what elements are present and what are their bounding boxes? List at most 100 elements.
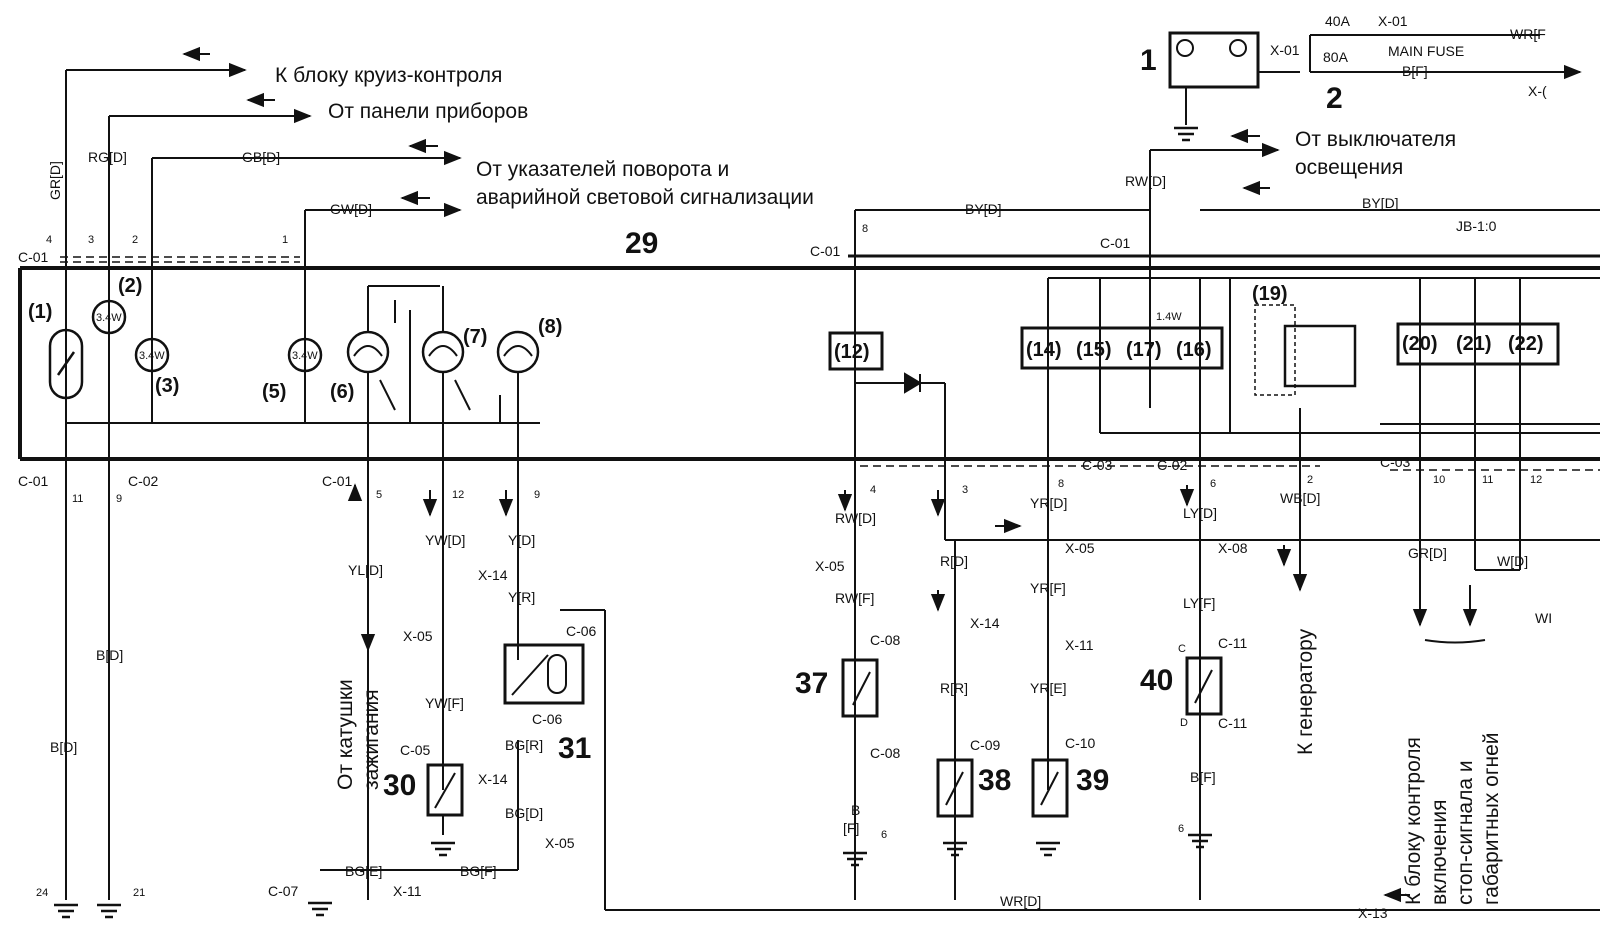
caption-cruise-control: К блоку круиз-контроля xyxy=(275,64,502,87)
wire-yr-e: YR[E] xyxy=(1030,680,1067,696)
svg-text:11: 11 xyxy=(1482,474,1493,486)
conn-x11-b: X-11 xyxy=(1065,637,1094,653)
conn-x05-d: X-05 xyxy=(1065,540,1095,556)
lamp-3 xyxy=(134,337,170,373)
conn-x01-b: X-01 xyxy=(1378,13,1408,29)
conn-x08: X-08 xyxy=(1218,540,1248,556)
wire-b-f-top: B[F] xyxy=(1402,63,1428,79)
number-2: 2 xyxy=(1326,82,1343,115)
conn-c01-right: C-01 xyxy=(1100,235,1131,251)
svg-text:5: 5 xyxy=(376,489,382,501)
wire-bg-d: BG[D] xyxy=(505,805,543,821)
conn-x11-a: X-11 xyxy=(393,883,422,899)
conn-x14-c: X-14 xyxy=(970,615,1000,631)
relay-19-frame xyxy=(1254,304,1296,396)
fuse-80a: 80A xyxy=(1323,49,1349,65)
wire-wr-f: WR[F xyxy=(1510,26,1546,42)
part-3: (3) xyxy=(155,375,179,397)
part-8: (8) xyxy=(538,316,562,338)
caption-turn-signals-1: От указателей поворота и xyxy=(476,158,729,181)
caption-light-switch-2: освещения xyxy=(1295,156,1403,179)
wire-b-d-1: B[D] xyxy=(96,647,123,663)
conn-c11-a: C-11 xyxy=(1218,635,1248,651)
conn-c01-mid: C-01 xyxy=(810,243,841,259)
conn-c01-bottom-mid: C-01 xyxy=(322,473,353,489)
part-21: (21) xyxy=(1456,333,1492,355)
wire-yr-d: YR[D] xyxy=(1030,495,1067,511)
switch-37 xyxy=(841,658,879,718)
lamp-5-rating: 3.4W xyxy=(292,350,318,362)
wire-y-d: Y[D] xyxy=(508,532,535,548)
svg-text:3: 3 xyxy=(962,484,968,496)
lamp-2 xyxy=(91,299,127,335)
wire-rw-f: RW[F] xyxy=(835,590,874,606)
wire-bg-r: BG[R] xyxy=(505,737,543,753)
number-1: 1 xyxy=(1140,44,1157,77)
svg-text:8: 8 xyxy=(1058,478,1064,490)
caption-brake-light-3: стоп-сигнала и xyxy=(1454,760,1477,905)
svg-text:10: 10 xyxy=(1433,474,1445,486)
wire-yl-d: YL[D] xyxy=(348,562,383,578)
caption-turn-signals-2: аварийной световой сигнализации xyxy=(476,186,814,209)
svg-text:6: 6 xyxy=(881,829,887,841)
sensor-wiring xyxy=(320,483,1600,911)
number-39: 39 xyxy=(1076,764,1109,797)
lamp-3-rating: 3.4W xyxy=(139,350,165,362)
caption-brake-light-1: К блоку контроля xyxy=(1402,737,1425,905)
wire-b-f: B[F] xyxy=(1190,769,1216,785)
conn-c02-right: C-02 xyxy=(1157,457,1188,473)
wire-r-d: R[D] xyxy=(940,553,968,569)
number-29: 29 xyxy=(625,227,658,260)
svg-text:D: D xyxy=(1180,717,1188,729)
conn-c03-right: C-03 xyxy=(1380,454,1411,470)
part-12: (12) xyxy=(834,341,870,363)
wire-gr-d-right: GR[D] xyxy=(1408,545,1447,561)
gauge-6 xyxy=(346,285,440,900)
caption-instrument-panel: От панели приборов xyxy=(328,100,528,123)
lamp-17-rating: 1.4W xyxy=(1156,311,1182,323)
svg-text:3: 3 xyxy=(88,234,94,246)
conn-x14-b: X-14 xyxy=(478,771,508,787)
pin-numbers: 4 3 2 1 8 11 9 5 12 9 4 3 8 6 2 10 11 12… xyxy=(36,223,1542,899)
wire-wb-d: WB[D] xyxy=(1280,490,1320,506)
gauge-8 xyxy=(496,330,540,660)
part-16: (16) xyxy=(1176,339,1212,361)
wire-rw-d-top: RW[D] xyxy=(1125,173,1166,189)
gauge-7 xyxy=(394,286,471,790)
svg-text:11: 11 xyxy=(72,493,83,505)
conn-x14-a: X-14 xyxy=(478,567,508,583)
svg-text:24: 24 xyxy=(36,887,48,899)
svg-text:4: 4 xyxy=(870,484,876,496)
number-40: 40 xyxy=(1140,664,1173,697)
main-fuses xyxy=(1309,34,1582,80)
part-19: (19) xyxy=(1252,283,1288,305)
part-6: (6) xyxy=(330,381,354,403)
conn-c08-a: C-08 xyxy=(870,632,901,648)
conn-c06-a: C-06 xyxy=(566,623,597,639)
caption-brake-light-2: включения xyxy=(1428,800,1451,905)
wire-yw-f: YW[F] xyxy=(425,695,464,711)
ground-symbols xyxy=(54,126,1212,919)
relay-19-box xyxy=(1283,324,1357,388)
part-7: (7) xyxy=(463,326,487,348)
svg-text:6: 6 xyxy=(1210,478,1216,490)
lamp-12-wiring xyxy=(837,209,1600,900)
svg-text:9: 9 xyxy=(116,493,122,505)
wire-by-d-right: BY[D] xyxy=(1362,195,1399,211)
svg-text:9: 9 xyxy=(534,489,540,501)
conn-c02-left: C-02 xyxy=(128,473,159,489)
wire-rw-d: RW[D] xyxy=(835,510,876,526)
component-20-22-strip xyxy=(1396,322,1560,366)
part-14: (14) xyxy=(1026,339,1062,361)
svg-text:12: 12 xyxy=(1530,474,1542,486)
svg-text:8: 8 xyxy=(862,223,868,235)
lamp-2-rating: 3.4W xyxy=(96,312,122,324)
main-fuse-label: MAIN FUSE xyxy=(1388,43,1464,59)
wire-gw-d: GW[D] xyxy=(330,201,372,217)
wire-gb-d: GB[D] xyxy=(242,149,280,165)
wire-y-r: Y[R] xyxy=(508,589,535,605)
conn-c07: C-07 xyxy=(268,883,299,899)
part-17: (17) xyxy=(1126,339,1162,361)
switch-39 xyxy=(1031,758,1069,818)
part-20: (20) xyxy=(1402,333,1438,355)
